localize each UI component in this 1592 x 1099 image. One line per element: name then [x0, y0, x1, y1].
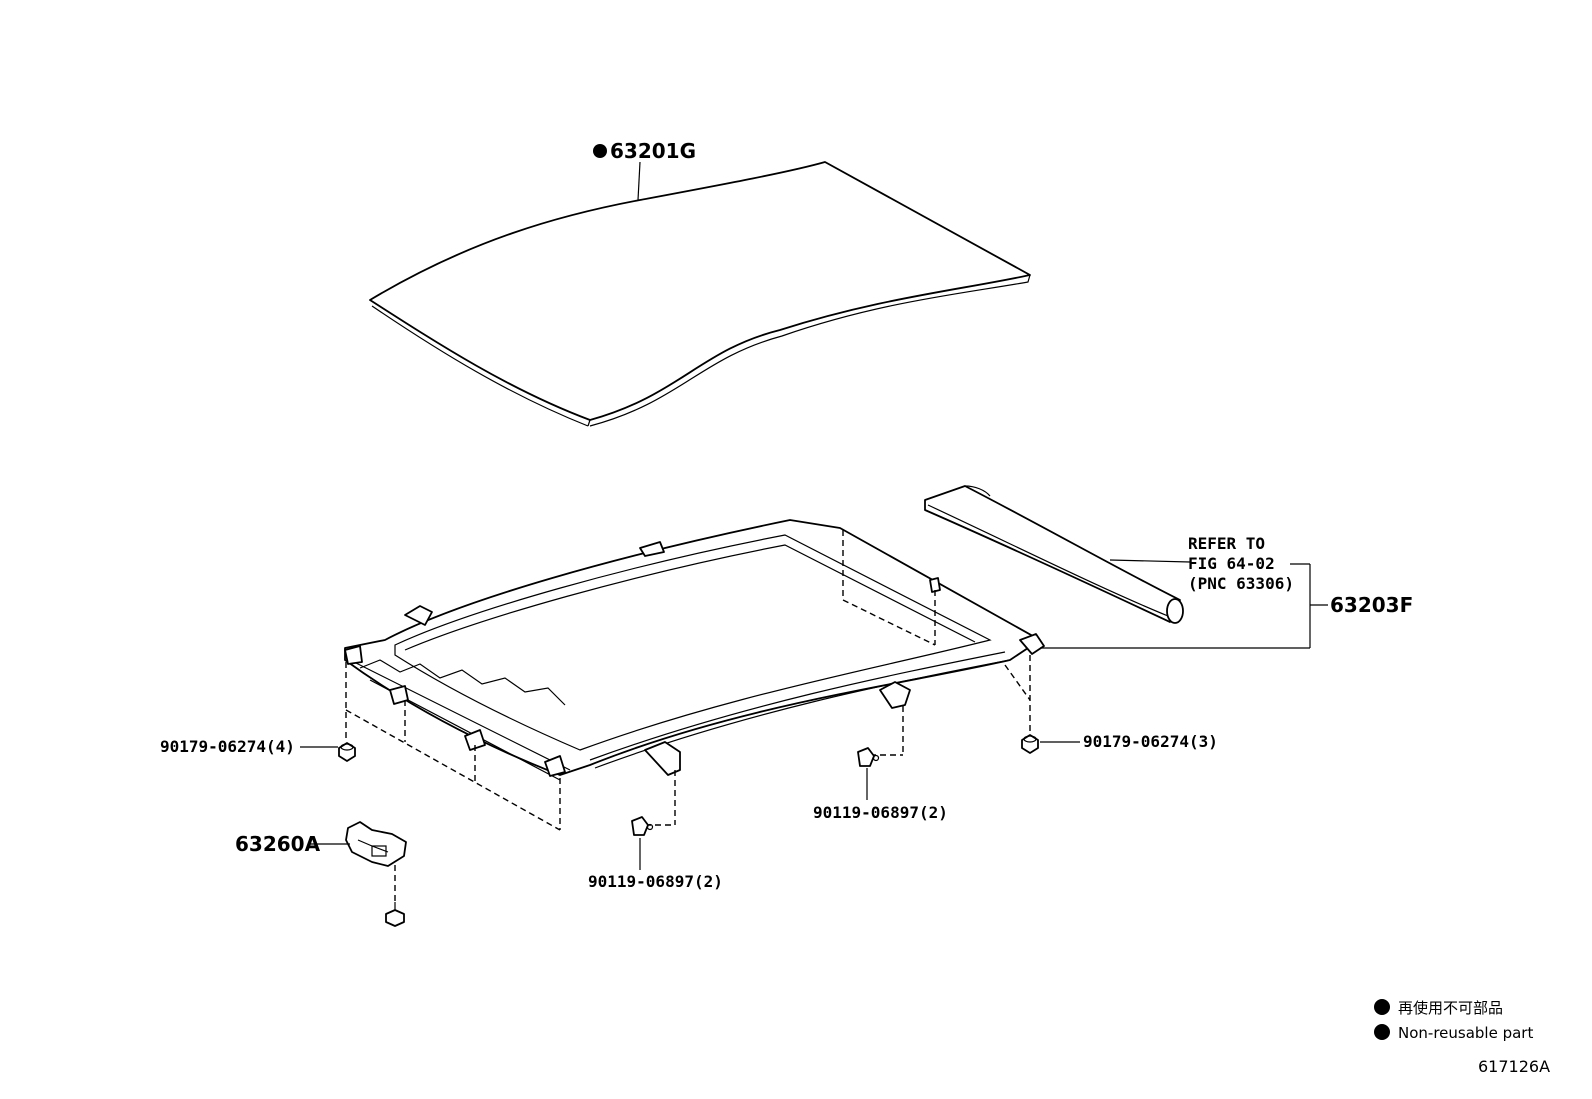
- legend-line-1: 再使用不可部品: [1398, 999, 1503, 1017]
- refer-line-2: FIG 64-02: [1188, 554, 1275, 573]
- leader-63201g: [637, 161, 641, 201]
- clip-mid: [857, 747, 880, 767]
- label-90119-mid: 90119-06897(2): [813, 803, 948, 822]
- legend: 再使用不可部品 Non-reusable part: [1374, 999, 1533, 1042]
- leader-refer: [1109, 559, 1191, 563]
- label-63203f: 63203F: [1330, 593, 1413, 617]
- roof-panel: [369, 161, 1031, 427]
- wind-deflector: [924, 485, 1184, 624]
- label-90179-left: 90179-06274(4): [160, 737, 295, 756]
- clip-bottom: [631, 816, 654, 836]
- nut-left: [338, 742, 356, 762]
- label-63260a: 63260A: [235, 832, 321, 856]
- figure-id: 617126A: [1478, 1057, 1550, 1076]
- label-63201g: 63201G: [610, 139, 696, 163]
- refer-line-1: REFER TO: [1188, 534, 1265, 553]
- label-90179-right: 90179-06274(3): [1083, 732, 1218, 751]
- refer-line-3: (PNC 63306): [1188, 574, 1294, 593]
- sensor-screw: [385, 902, 405, 927]
- sunroof-frame: [344, 519, 1045, 781]
- legend-bullet-icon: [1374, 1024, 1390, 1040]
- sensor-63260a: [345, 821, 407, 867]
- nut-right: [1021, 734, 1039, 754]
- non-reusable-mark-icon: [593, 144, 607, 158]
- legend-bullet-icon: [1374, 999, 1390, 1015]
- legend-line-2: Non-reusable part: [1398, 1024, 1533, 1042]
- label-90119-bottom: 90119-06897(2): [588, 872, 723, 891]
